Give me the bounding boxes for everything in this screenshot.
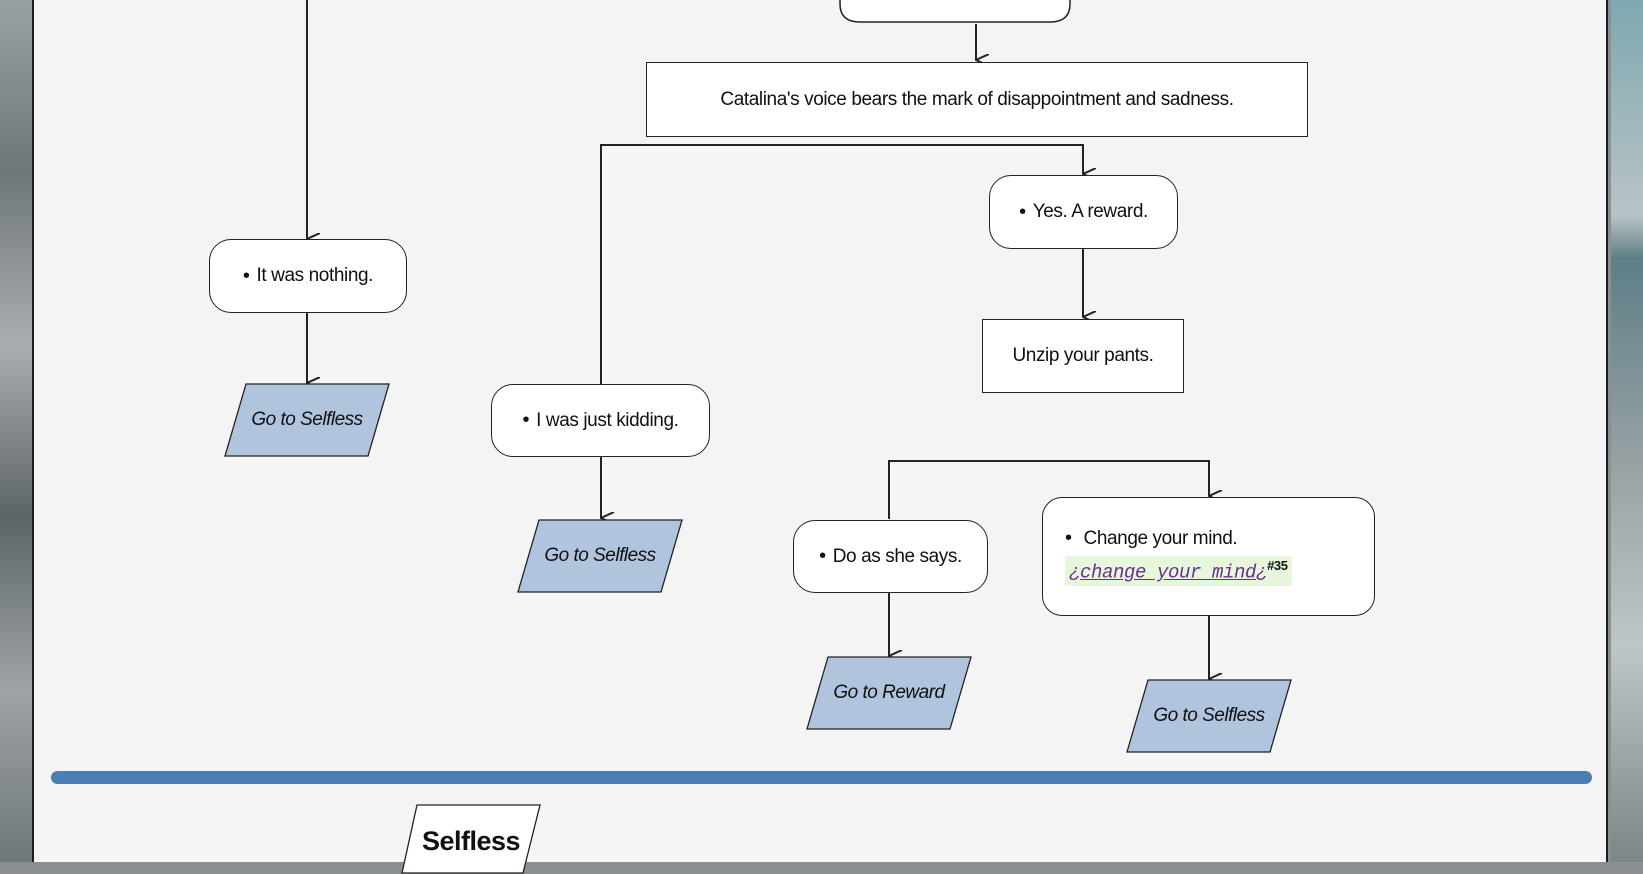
flow-edges: [306, 0, 1610, 862]
goto-selfless-3-label: Go to Selfless: [1153, 705, 1265, 726]
edge-branch-do-change: [888, 460, 1209, 519]
goto-selfless-2-label: Go to Selfless: [544, 545, 656, 566]
choice-change-your-mind-row: Change your mind.: [1065, 527, 1238, 550]
section-divider: [51, 771, 1592, 784]
choice-just-kidding[interactable]: I was just kidding.: [491, 384, 710, 457]
tag-open-mark: ¿: [1069, 561, 1081, 584]
node-disappointment: Catalina's voice bears the mark of disap…: [646, 62, 1308, 137]
choice-change-your-mind-label: Change your mind.: [1083, 528, 1238, 550]
node-unzip-text: Unzip your pants.: [1012, 345, 1154, 366]
node-unzip: Unzip your pants.: [982, 319, 1184, 393]
choice-it-was-nothing-label: It was nothing.: [256, 265, 374, 286]
goto-reward-label: Go to Reward: [833, 682, 945, 703]
goto-selfless-1-label: Go to Selfless: [251, 409, 363, 430]
background-photo-left: [0, 0, 32, 862]
node-disappointment-text: Catalina's voice bears the mark of disap…: [720, 88, 1234, 110]
section-title: Selfless: [421, 826, 521, 856]
choice-do-as-she-says-label: Do as she says.: [832, 545, 963, 567]
choice-yes-reward[interactable]: Yes. A reward.: [989, 175, 1178, 249]
section-header-selfless: Selfless: [401, 804, 541, 874]
flowchart-panel: Catalina's voice bears the mark of disap…: [32, 0, 1610, 874]
tag-close-mark: ¿: [1256, 561, 1268, 584]
goto-selfless-1[interactable]: Go to Selfless: [224, 383, 390, 457]
tag-reference-number: #35: [1267, 558, 1288, 574]
choice-it-was-nothing[interactable]: It was nothing.: [209, 239, 407, 313]
choice-yes-reward-label: Yes. A reward.: [1032, 201, 1149, 222]
goto-selfless-2[interactable]: Go to Selfless: [517, 519, 683, 593]
tag-variable-link[interactable]: change your mind: [1080, 561, 1257, 584]
edge-branch-yes-kidding: [600, 144, 1083, 384]
choice-change-your-mind[interactable]: Change your mind. ¿change your mind¿#35: [1042, 497, 1375, 616]
background-photo-right: [1611, 0, 1643, 862]
goto-reward[interactable]: Go to Reward: [806, 656, 972, 730]
change-mind-variable-tag[interactable]: ¿change your mind¿#35: [1065, 556, 1292, 586]
node-top-partial: [839, 0, 1071, 23]
choice-do-as-she-says[interactable]: Do as she says.: [793, 520, 988, 593]
goto-selfless-3[interactable]: Go to Selfless: [1126, 679, 1292, 753]
choice-just-kidding-label: I was just kidding.: [536, 409, 679, 431]
